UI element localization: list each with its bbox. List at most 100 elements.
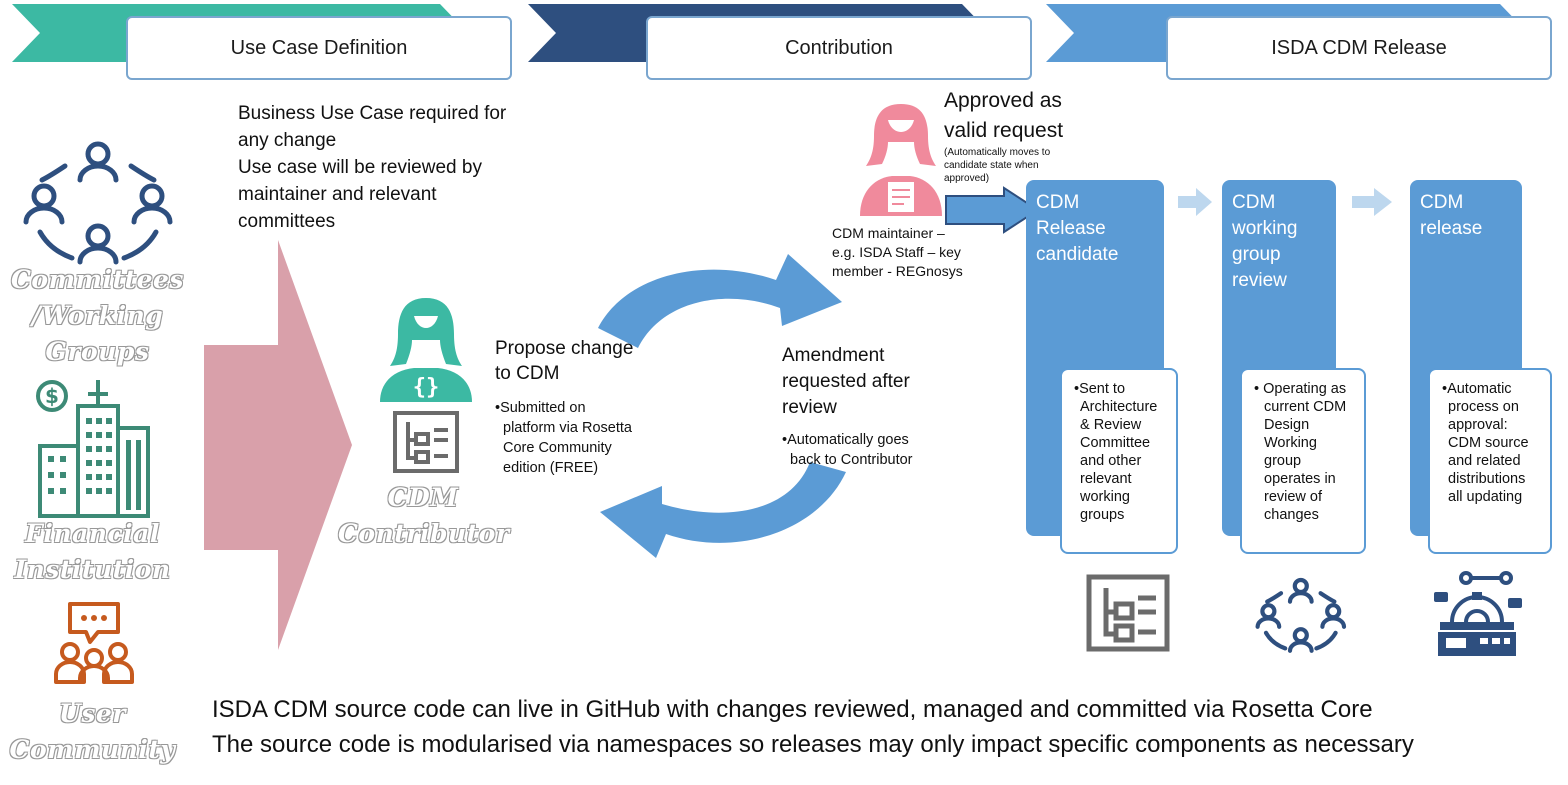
approved-note-line2: candidate state when xyxy=(944,160,1039,171)
propose-title: Propose change to CDM xyxy=(495,336,695,386)
amendment-bullet-line1: •Automatically goes xyxy=(782,432,909,448)
stage3-card-line3: approval: xyxy=(1448,417,1508,433)
propose-bullet-line4: edition (FREE) xyxy=(503,460,599,476)
stage1-card: •Sent to Architecture & Review Committee… xyxy=(1060,368,1178,554)
svg-text:$: $ xyxy=(45,384,59,408)
stage1-card-line8: groups xyxy=(1080,507,1125,523)
stage1-title-line2: Release xyxy=(1036,218,1106,239)
stage2-card-line7: review of xyxy=(1264,489,1323,505)
cycle-arrow-bottom xyxy=(600,462,846,558)
footer-line2: The source code is modularised via names… xyxy=(212,731,1414,758)
stage1-card-line1: •Sent to xyxy=(1074,381,1126,397)
actor-committees-line3: Groups xyxy=(45,337,150,366)
stage3-card-line6: distributions xyxy=(1448,471,1526,487)
stage-arrow-1 xyxy=(1178,188,1212,216)
use-case-big-arrow xyxy=(204,240,352,650)
people-circle-icon xyxy=(1255,577,1347,653)
stage-arrow-2 xyxy=(1352,188,1392,216)
phase-release-label: ISDA CDM Release xyxy=(1271,36,1447,59)
approved-line2: valid request xyxy=(944,119,1064,142)
woman-notepad-icon xyxy=(860,104,942,216)
stage2-card-line1: • Operating as xyxy=(1254,381,1347,397)
amendment-title-line3: review xyxy=(782,397,837,418)
chat-community-icon xyxy=(54,602,134,684)
stage3-title-line1: CDM xyxy=(1420,192,1464,213)
stage1-card-line5: and other xyxy=(1080,453,1142,469)
stage1-card-line2: Architecture xyxy=(1080,399,1158,415)
stage3-card-line4: CDM source xyxy=(1448,435,1529,451)
actor-committees-line2: /Working xyxy=(31,301,164,330)
use-case-line4: maintainer and relevant xyxy=(238,184,437,205)
stage2-card-line3: Design xyxy=(1264,417,1310,433)
stage2-card-line2: current CDM xyxy=(1264,399,1347,415)
use-case-line5: committees xyxy=(238,211,336,232)
approved-note-line3: approved) xyxy=(944,173,990,184)
amendment-bullet-line2: back to Contributor xyxy=(790,452,913,468)
tree-structure-icon xyxy=(393,411,459,473)
amendment-title: Amendment requested after review xyxy=(782,343,982,421)
actor-financial-line2: Institution xyxy=(14,555,171,584)
phase-contribution-label-box: Contribution xyxy=(646,16,1032,80)
actor-committees: Committees /Working Groups xyxy=(0,262,195,370)
propose-title-line1: Propose change xyxy=(495,338,634,359)
phase-use-case-label-box: Use Case Definition xyxy=(126,16,512,80)
approved-arrow xyxy=(945,186,1040,234)
stage2-card-line6: operates in xyxy=(1264,471,1336,487)
actor-user-line1: User xyxy=(59,699,126,728)
stage2-title-line1: CDM xyxy=(1232,192,1276,213)
footer-line1: ISDA CDM source code can live in GitHub … xyxy=(212,696,1373,723)
approved-note-line1: (Automatically moves to xyxy=(944,147,1051,158)
stage3-card-line2: process on xyxy=(1448,399,1519,415)
stage3-card-line7: all updating xyxy=(1448,489,1523,505)
approved-note: (Automatically moves to candidate state … xyxy=(944,146,1094,185)
actor-contributor-line1: CDM xyxy=(387,483,459,512)
stage1-card-line6: relevant xyxy=(1080,471,1132,487)
phase-release-label-box: ISDA CDM Release xyxy=(1166,16,1552,80)
use-case-line1: Business Use Case required for xyxy=(238,103,507,124)
stage3-card: •Automatic process on approval: CDM sour… xyxy=(1428,368,1552,554)
cycle-arrow-top xyxy=(598,254,842,348)
building-dollar-icon: $ xyxy=(36,380,150,518)
propose-bullet-line2: platform via Rosetta xyxy=(503,420,632,436)
stage1-card-line7: working xyxy=(1080,489,1130,505)
stage2-card: • Operating as current CDM Design Workin… xyxy=(1240,368,1366,554)
stage1-card-line3: & Review xyxy=(1080,417,1142,433)
stage2-title-line4: review xyxy=(1232,270,1287,291)
svg-text:{}: {} xyxy=(413,375,440,400)
cycle-arrows xyxy=(598,254,846,558)
maintainer-line2: e.g. ISDA Staff – key xyxy=(832,244,961,260)
stage2-title-line2: working xyxy=(1232,218,1298,239)
stage3-card-line1: •Automatic xyxy=(1442,381,1512,397)
use-case-line3: Use case will be reviewed by xyxy=(238,157,482,178)
stage3-card-line5: and related xyxy=(1448,453,1521,469)
amendment-bullet: •Automatically goes back to Contributor xyxy=(782,430,982,470)
maintainer-line1: CDM maintainer – xyxy=(832,225,945,241)
actor-user: User Community xyxy=(0,696,185,768)
approved-title: Approved as valid request xyxy=(944,86,1124,146)
propose-title-line2: to CDM xyxy=(495,363,560,384)
propose-bullet-line3: Core Community xyxy=(503,440,612,456)
stage1-title-line3: candidate xyxy=(1036,244,1119,265)
actor-financial-line1: Financial xyxy=(25,519,160,548)
use-case-text: Business Use Case required for any chang… xyxy=(238,100,558,235)
stage2-card-line4: Working xyxy=(1264,435,1317,451)
approved-line1: Approved as xyxy=(944,89,1062,112)
phase-contribution-label: Contribution xyxy=(785,36,893,59)
maintainer-line3: member - REGnosys xyxy=(832,263,963,279)
actor-contributor-line2: Contributor xyxy=(338,519,510,548)
stage3-title-line2: release xyxy=(1420,218,1483,239)
amendment-title-line2: requested after xyxy=(782,371,910,392)
stage1-card-line4: Committee xyxy=(1080,435,1151,451)
actor-financial: Financial Institution xyxy=(0,516,185,588)
people-circle-icon xyxy=(23,141,173,265)
woman-code-icon: {} xyxy=(380,298,472,402)
maintainer-text: CDM maintainer – e.g. ISDA Staff – key m… xyxy=(832,224,992,281)
tree-structure-icon xyxy=(1086,574,1170,652)
factory-gear-icon xyxy=(1434,571,1522,656)
stage1-title-line1: CDM xyxy=(1036,192,1080,213)
stage2-card-line8: changes xyxy=(1264,507,1319,523)
propose-bullet-line1: •Submitted on xyxy=(495,400,586,416)
use-case-line2: any change xyxy=(238,130,337,151)
actor-user-line2: Community xyxy=(9,735,176,764)
stage2-card-line5: group xyxy=(1264,453,1302,469)
